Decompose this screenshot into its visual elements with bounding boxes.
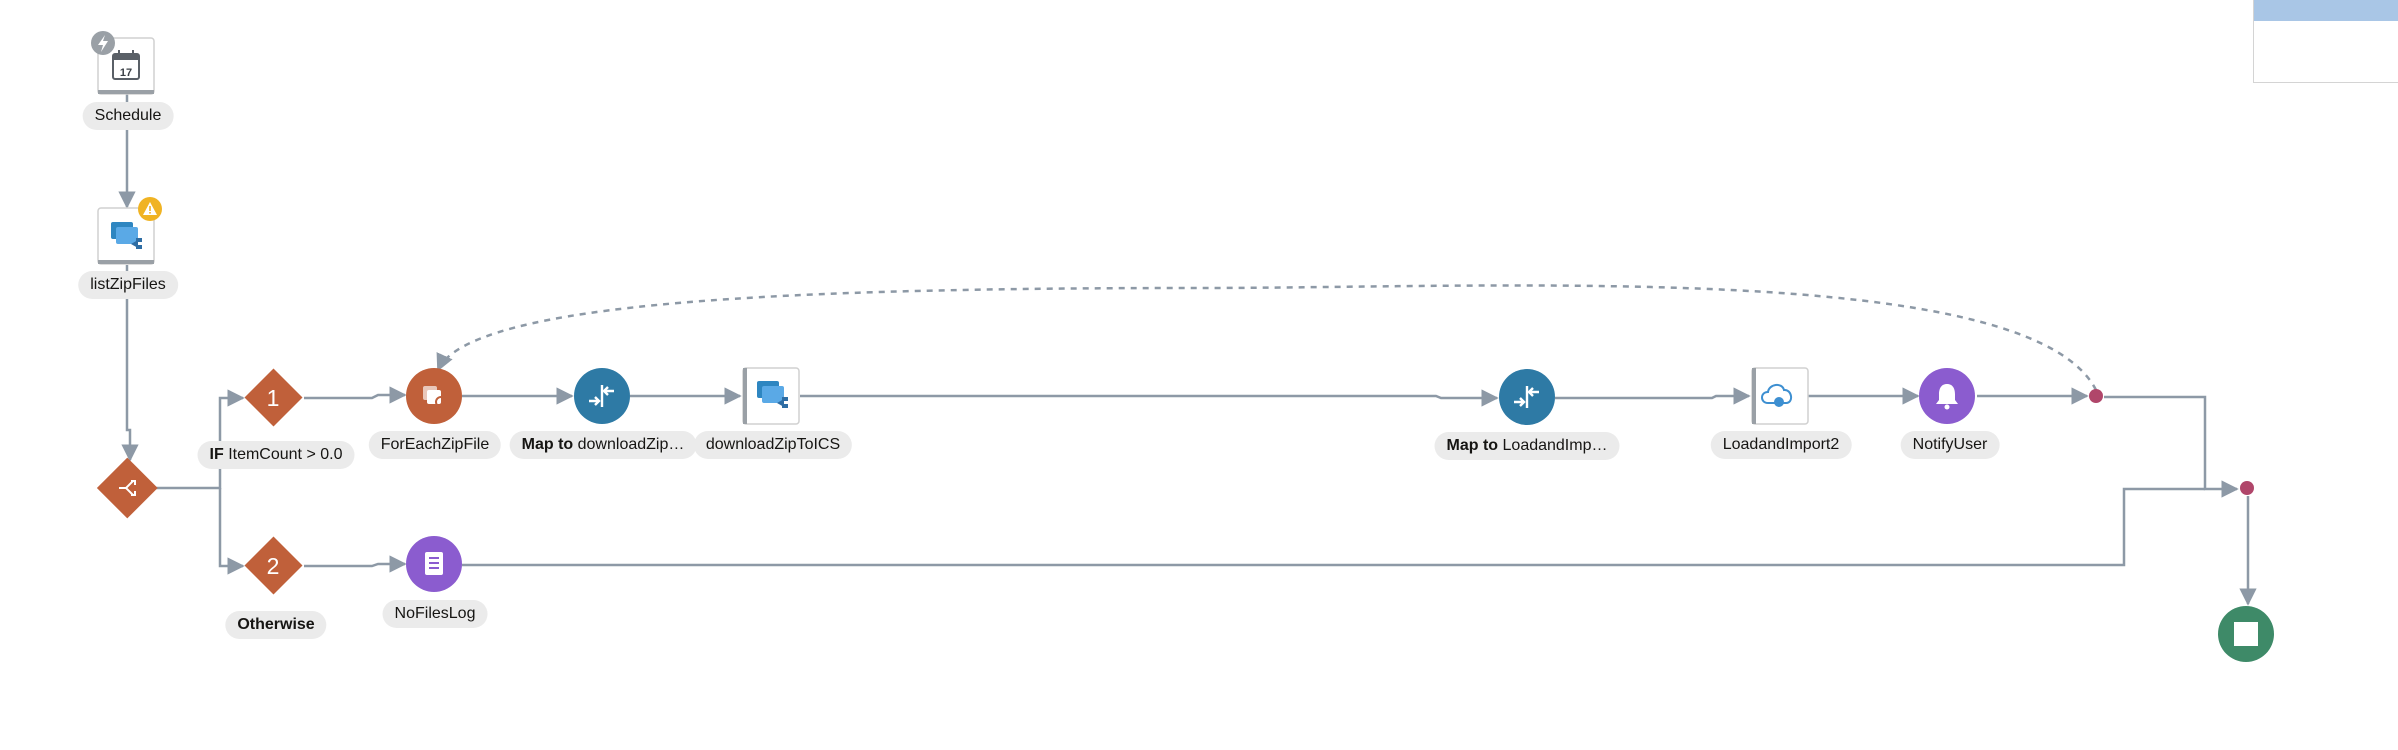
connector-map2-load xyxy=(1555,387,1751,405)
bell-icon xyxy=(1936,384,1958,410)
notify-label: NotifyUser xyxy=(1900,431,2000,459)
connector-loop-back xyxy=(436,284,2098,391)
download-label: downloadZipToICS xyxy=(693,431,853,459)
list-zip-files-label: listZipFiles xyxy=(78,271,178,299)
end-node[interactable] xyxy=(2218,606,2274,662)
download-tile-base xyxy=(743,368,747,424)
merge-junction[interactable] xyxy=(2240,481,2254,495)
stop-icon xyxy=(2234,622,2258,646)
no-files-log-node[interactable] xyxy=(406,536,462,592)
map2-label: Map to LoadandImp… xyxy=(1434,432,1620,460)
connector-junction-merge xyxy=(2104,395,2239,498)
connector-list-switch xyxy=(121,265,139,462)
load-import-node[interactable] xyxy=(1751,367,1809,425)
connector-branch1-foreach xyxy=(304,386,407,404)
branch-2-label: Otherwise xyxy=(225,611,327,639)
cloud-adapter-icon xyxy=(1761,384,1792,407)
log-icon xyxy=(425,552,443,575)
connector-download-map2 xyxy=(800,389,1499,407)
branch-2-diamond xyxy=(244,536,303,595)
list-zip-files-node[interactable] xyxy=(97,197,162,265)
schedule-tile-base xyxy=(98,90,154,94)
load-import-label: LoadandImport2 xyxy=(1710,431,1852,459)
loop-end-junction[interactable] xyxy=(2089,389,2103,403)
list-zip-files-tile-base xyxy=(98,260,154,264)
switch-icon xyxy=(119,480,136,496)
for-each-label: ForEachZipFile xyxy=(368,431,502,459)
map1-mapper-icon xyxy=(589,385,614,407)
warning-icon xyxy=(138,197,162,221)
schedule-label: Schedule xyxy=(82,102,174,130)
ftp-adapter-icon xyxy=(111,222,142,249)
connector-branch2-nofiles xyxy=(304,555,407,573)
load-import-tile-base xyxy=(1752,368,1756,424)
download-node[interactable] xyxy=(742,367,800,425)
no-files-log-label: NoFilesLog xyxy=(382,600,488,628)
trigger-bolt-icon xyxy=(91,31,115,55)
for-each-node[interactable] xyxy=(406,368,462,424)
connector-switch-branch2 xyxy=(218,488,245,575)
connector-nofiles-merge xyxy=(462,487,2205,567)
map1-label: Map to downloadZip… xyxy=(509,431,697,459)
branch-2-number: 2 xyxy=(267,553,280,579)
map1-node[interactable] xyxy=(574,368,630,424)
for-each-icon xyxy=(423,386,447,408)
branch-1-node[interactable]: 1 xyxy=(244,368,303,427)
load-import-tile xyxy=(1751,367,1809,425)
minimap-panel[interactable] xyxy=(2253,0,2398,83)
switch-node[interactable] xyxy=(96,457,158,519)
connectors xyxy=(118,85,2257,606)
branch-2-node[interactable]: 2 xyxy=(244,536,303,595)
map2-node[interactable] xyxy=(1499,369,1555,425)
ftp-download-icon xyxy=(757,381,788,408)
calendar-day: 17 xyxy=(120,67,132,79)
calendar-icon: 17 xyxy=(112,50,140,80)
map2-mapper-icon xyxy=(1514,386,1539,408)
branch-1-number: 1 xyxy=(267,385,280,411)
schedule-node[interactable]: 17 xyxy=(91,31,155,95)
minimap-viewport[interactable] xyxy=(2254,0,2398,21)
branch-1-label: IF ItemCount > 0.0 xyxy=(197,441,355,469)
notify-node[interactable] xyxy=(1919,368,1975,424)
